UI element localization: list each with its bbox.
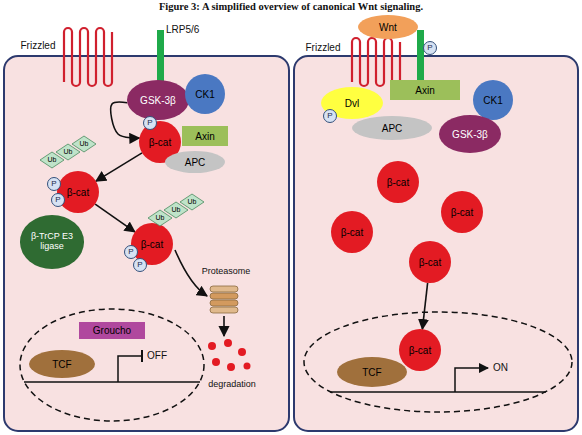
node-text: Ub (188, 198, 197, 206)
node-text: Wnt (379, 22, 397, 33)
node-text: P (427, 44, 432, 53)
kinase: CK1 (473, 80, 513, 120)
dna (24, 381, 200, 383)
proteasome (210, 286, 238, 313)
label: Frizzled (305, 42, 340, 54)
nucleus (304, 312, 572, 412)
node-text: β-cat (67, 187, 89, 198)
cell-membrane (4, 56, 289, 431)
node-text: GSK-3β (452, 129, 488, 140)
ubiquitin: Ub (180, 194, 204, 210)
kinase: GSK-3β (439, 115, 501, 153)
node-text: CK1 (195, 89, 214, 100)
label: degradation (208, 379, 256, 389)
phosphate: P (143, 116, 157, 130)
node-text: P (128, 248, 133, 257)
node-text: Ub (48, 156, 57, 164)
frizzled-receptor (352, 38, 400, 86)
scaffold-protein: APC (352, 116, 432, 140)
signal-arrow (422, 283, 427, 329)
node-text: Axin (195, 131, 214, 142)
signal-arrow (96, 153, 142, 181)
label: OFF (147, 350, 167, 362)
beta-catenin: β-cat (331, 211, 373, 253)
node-text: TCF (362, 367, 381, 378)
beta-catenin: β-cat (441, 191, 483, 233)
node-text: β-cat (451, 207, 473, 218)
node-text: TCF (52, 359, 71, 370)
node-text: APC (185, 157, 206, 168)
inhibition-bar (141, 350, 143, 362)
transcription-factor: TCF (29, 350, 95, 378)
node-text: Dvl (345, 98, 359, 109)
label: Frizzled (20, 40, 55, 52)
kinase: CK1 (185, 74, 225, 114)
node-text: Axin (415, 85, 434, 96)
figure-title: Figure 3: A simplified overview of canon… (0, 1, 582, 12)
phosphate: P (323, 109, 337, 123)
ubiquitin: Ub (72, 136, 96, 152)
signal-arrow (95, 204, 135, 232)
phosphate: P (423, 41, 437, 55)
beta-catenin: β-cat (399, 329, 441, 371)
scaffold-protein: Axin (182, 126, 228, 146)
phosphate: P (47, 177, 61, 191)
transcription-factor: TCF (337, 357, 407, 387)
nucleus (20, 309, 204, 421)
node-text: P (55, 196, 60, 205)
scaffold-protein: Axin (390, 80, 460, 100)
repressed-promoter (118, 356, 141, 382)
label: ON (493, 362, 508, 374)
kinase: GSK-3β (127, 80, 189, 120)
beta-catenin: β-cat (409, 241, 451, 283)
scaffold-protein: APC (165, 151, 225, 173)
cell-membrane (294, 56, 578, 431)
node-text: β-cat (409, 345, 431, 356)
node-text: Ub (156, 214, 165, 222)
degradation-arrow (223, 316, 225, 336)
beta-catenin: β-cat (377, 161, 419, 203)
node-text: Ub (172, 206, 181, 214)
corepressor: Groucho (79, 322, 145, 339)
node-text: P (51, 180, 56, 189)
node-text: P (327, 112, 332, 121)
label: Proteasome (202, 266, 251, 276)
node-text: APC (382, 123, 403, 134)
node-text: Ub (64, 148, 73, 156)
node-text: P (147, 119, 152, 128)
node-text: Ub (80, 140, 89, 148)
node-text: β-cat (387, 177, 409, 188)
node-text: β-cat (141, 239, 163, 250)
degraded-fragments (208, 339, 251, 371)
node-text: Groucho (93, 325, 131, 336)
node-text: P (137, 261, 142, 270)
beta-catenin: β-cat (57, 171, 99, 213)
lrp-receptor (417, 30, 424, 82)
frizzled-receptor (64, 28, 112, 86)
dna (330, 391, 546, 393)
lrp-receptor (157, 30, 164, 82)
ligand: Wnt (358, 15, 418, 39)
phosphate: P (51, 193, 65, 207)
node-text: GSK-3β (140, 95, 176, 106)
active-promoter (455, 368, 488, 392)
node-text: β-cat (149, 137, 171, 148)
phosphate: P (133, 258, 147, 272)
node-text: β-cat (341, 227, 363, 238)
node-text: CK1 (483, 95, 502, 106)
label: LRP5/6 (166, 24, 199, 36)
node-text: β-cat (419, 257, 441, 268)
e3-ligase: β-TrCP E3 ligase (20, 215, 84, 269)
phosphate: P (124, 245, 138, 259)
node-text: β-TrCP E3 ligase (28, 232, 76, 252)
